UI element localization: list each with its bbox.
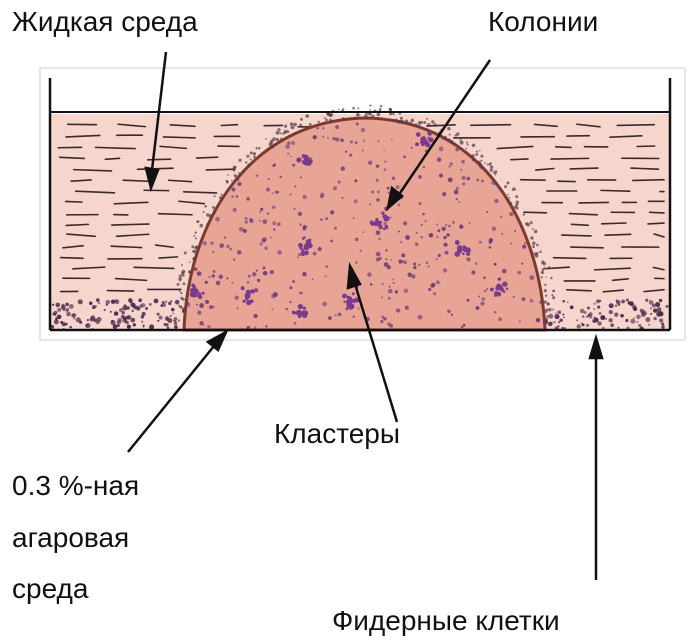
label-clusters: Кластеры bbox=[274, 420, 400, 448]
label-agar-line-1: 0.3 %-ная bbox=[12, 472, 139, 500]
label-liquid-medium: Жидкая среда bbox=[12, 8, 198, 36]
label-agar-line-2: агаровая bbox=[12, 524, 129, 552]
arrow-agar bbox=[128, 332, 226, 452]
label-colonies: Колонии bbox=[488, 8, 598, 36]
arrow-feeder-cells bbox=[590, 338, 602, 580]
label-agar-line-3: среда bbox=[12, 575, 88, 603]
label-feeder-cells: Фидерные клетки bbox=[332, 607, 560, 635]
